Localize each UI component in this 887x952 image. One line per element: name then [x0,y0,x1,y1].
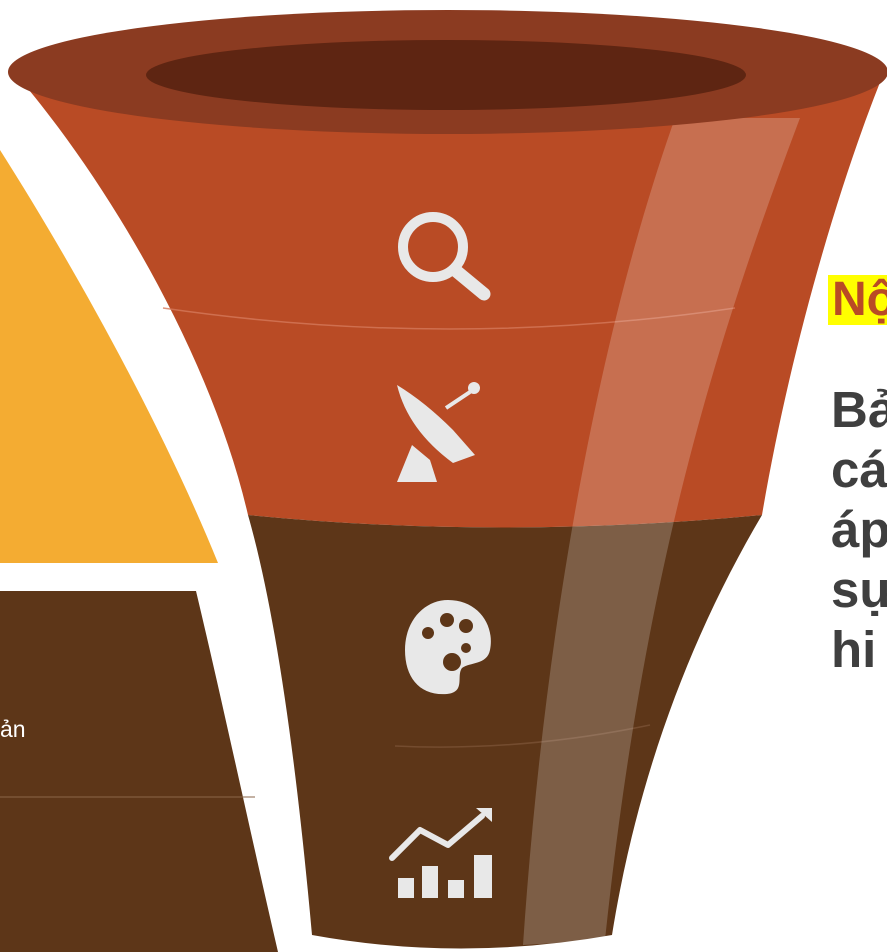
growth-chart-icon [389,808,492,898]
palette-icon [405,600,491,695]
body-line: sự [831,561,887,618]
satellite-dish-icon [397,382,480,482]
body-line: hi [831,621,877,678]
funnel-lower-section [248,515,762,949]
search-icon [398,212,491,301]
left-panel-text: ản [0,716,26,742]
funnel-upper-section [12,70,885,528]
body-line: cá [831,441,887,498]
funnel-opening [146,40,746,110]
body-paragraph: Bả cá áp sự hi [831,380,887,680]
body-line: áp [831,501,887,558]
funnel-band-line [162,307,736,330]
section-heading: Nộ [828,275,887,325]
funnel-gloss [523,118,800,945]
funnel-band-line [394,724,651,748]
left-brown-segment [0,591,278,952]
body-line: Bả [831,381,887,438]
left-yellow-segment [0,150,218,563]
